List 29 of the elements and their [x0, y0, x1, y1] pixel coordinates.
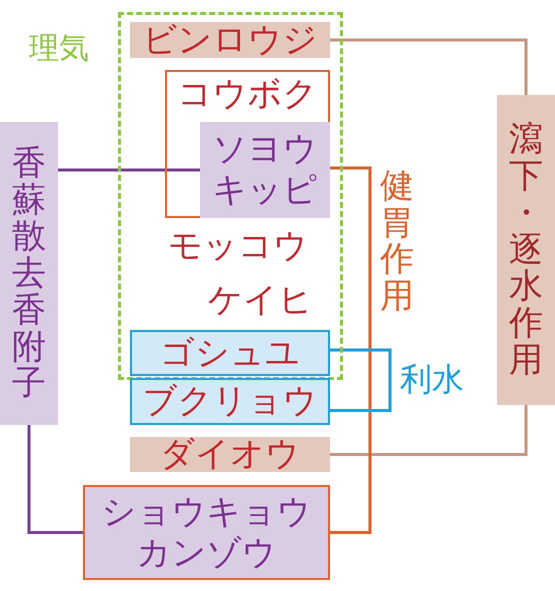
herb-group-box [165, 70, 330, 218]
herb-band [83, 485, 330, 580]
herb-band [130, 378, 330, 425]
herb-name: カンゾウ [136, 532, 276, 574]
herb-name: ソヨウ [212, 129, 318, 170]
herb-name: ビンロウジ [142, 20, 318, 60]
connector-line [58, 168, 200, 172]
herb-name: ショウキョウ [102, 492, 312, 532]
herb-band [130, 22, 330, 58]
group-label: 理気 [29, 31, 89, 67]
effect-text: 瀉下・逐水作用 [509, 121, 543, 379]
formula-box [0, 122, 58, 425]
herb-name: ケイヒ [208, 280, 313, 321]
herb-name: ゴシュユ [160, 332, 300, 374]
herb-name: ブクリョウ [142, 381, 318, 422]
connector-line [330, 166, 372, 534]
herb-name: モッコウ [168, 226, 308, 267]
connector-line [28, 425, 83, 534]
herb-band [130, 330, 330, 376]
formula-name: 香蘇散去香附子 [12, 144, 46, 402]
connector-line [330, 405, 528, 456]
herb-name: キッピ [212, 170, 318, 211]
herb-name: ダイオウ [160, 434, 300, 475]
effect-box [497, 95, 555, 405]
herb-name: コウボク [176, 74, 318, 115]
herb-band [130, 437, 330, 472]
herb-band [200, 122, 330, 218]
connector-line [330, 38, 528, 95]
connector-line [330, 348, 392, 412]
